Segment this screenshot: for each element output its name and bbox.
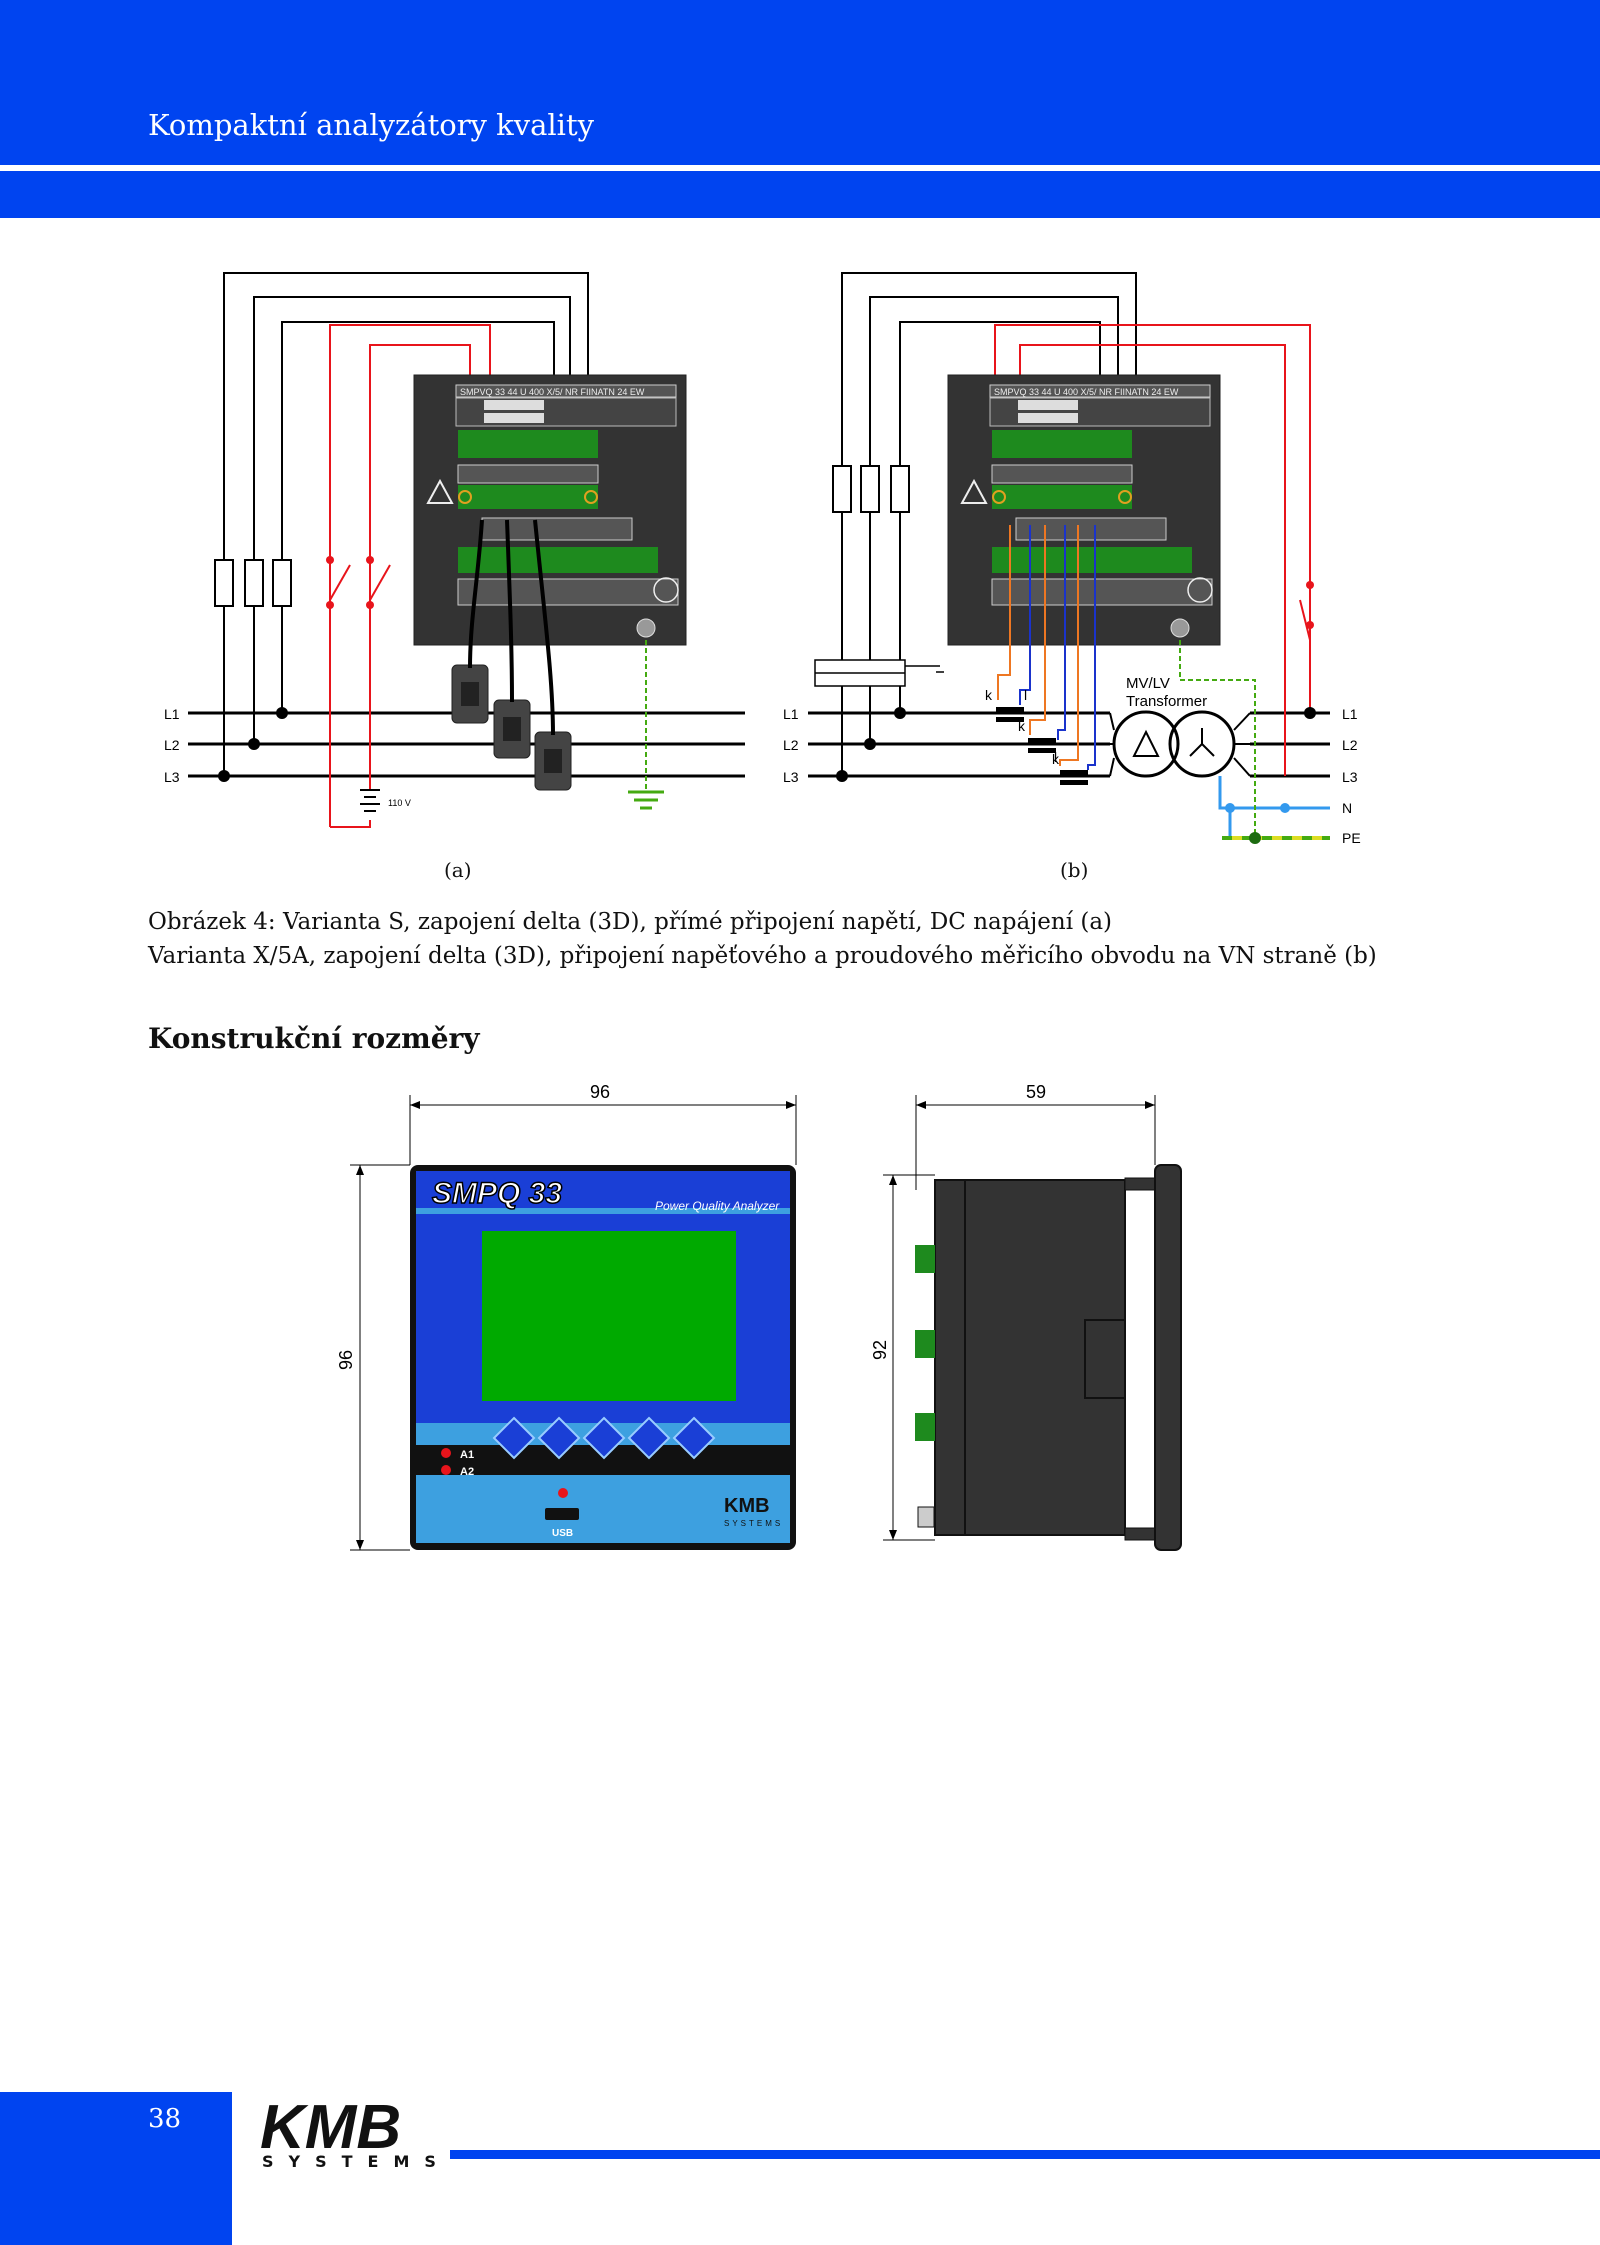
caption-line-1: Obrázek 4: Varianta S, zapojení delta (3… [148, 909, 1113, 935]
line-label-l3-b: L3 [783, 769, 799, 785]
device-name: SMPQ 33 [432, 1177, 562, 1210]
supply-label: 110 V [388, 798, 411, 808]
ct-l-3: l [1054, 749, 1057, 765]
line-label-l3-a: L3 [164, 769, 180, 785]
wiring-figure: 110 V L1 L2 L3 SMPVQ 33 44 U 400 X/5/ NR… [164, 272, 1361, 846]
figure-caption: Obrázek 4: Varianta S, zapojení delta (3… [148, 905, 1377, 973]
ct-k-3: k [1052, 751, 1060, 767]
diagram-a: 110 V L1 L2 L3 SMPVQ 33 44 U 400 X/5/ NR… [164, 272, 745, 828]
subfigure-label-b: (b) [1060, 858, 1089, 882]
line-label-n: N [1342, 800, 1352, 816]
caption-line-2: Varianta X/5A, zapojení delta (3D), přip… [148, 943, 1377, 969]
line-label-l2-b: L2 [783, 737, 799, 753]
device-top-label-b: SMPVQ 33 44 U 400 X/5/ NR FIINATN 24 EW [994, 387, 1179, 397]
line-label-l1-b-right: L1 [1342, 706, 1358, 722]
header-title: Kompaktní analyzátory kvality [148, 108, 594, 142]
ct-l-1: l [1024, 687, 1027, 703]
front-height-dim: 96 [336, 1350, 356, 1370]
logo-sub: SYSTEMS [262, 2152, 451, 2171]
front-brand-sub: SYSTEMS [724, 1519, 783, 1528]
line-label-l2-b-right: L2 [1342, 737, 1358, 753]
ct-k-2: k [1018, 718, 1026, 734]
section-title: Konstrukční rozměry [148, 1022, 480, 1055]
line-label-l2-a: L2 [164, 737, 180, 753]
footer-page-box [0, 2092, 232, 2245]
side-depth-dim: 59 [1026, 1082, 1046, 1102]
subfigure-label-a: (a) [444, 858, 472, 882]
front-brand: KMB [724, 1495, 770, 1517]
led-a1-label: A1 [460, 1449, 474, 1461]
transformer-label-1: MV/LV [1126, 675, 1170, 692]
line-label-l1-a: L1 [164, 706, 180, 722]
front-width-dim: 96 [590, 1082, 610, 1102]
device-subtitle: Power Quality Analyzer [655, 1199, 780, 1213]
kmb-logo: KMB [260, 2093, 401, 2162]
ct-k-1: k [985, 687, 993, 703]
line-label-l3-b-right: L3 [1342, 769, 1358, 785]
dimension-figure: 96 96 SMPQ 33 Power Quality Analyzer A1 … [336, 1082, 1182, 1551]
usb-label: USB [552, 1528, 573, 1539]
line-label-l1-b: L1 [783, 706, 799, 722]
device-top-label-a: SMPVQ 33 44 U 400 X/5/ NR FIINATN 24 EW [460, 387, 645, 397]
page-number: 38 [148, 2104, 182, 2134]
logo-text: KMB [260, 2093, 401, 2162]
header-band-lower [0, 171, 1600, 218]
nav-buttons[interactable] [492, 1416, 716, 1460]
diagram-b: MV/LV Transformer [783, 272, 1361, 846]
line-label-pe: PE [1342, 830, 1361, 846]
header-divider [0, 165, 1600, 171]
footer-rule [450, 2150, 1600, 2159]
side-height-dim: 92 [870, 1340, 890, 1360]
header-band [0, 0, 1600, 165]
transformer-label-2: Transformer [1126, 693, 1207, 710]
